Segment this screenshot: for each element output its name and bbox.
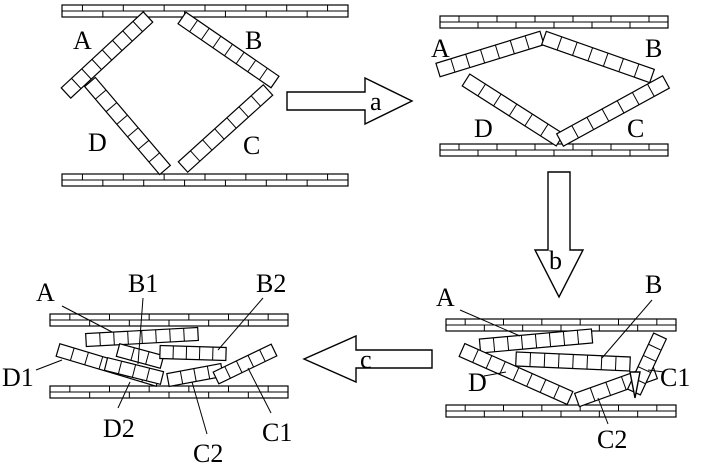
- leader-B: [601, 299, 653, 359]
- leader-C1: [247, 367, 272, 414]
- panel-after-c: A B1 B2 C1 C2 D1 D2: [2, 269, 292, 466]
- leader-B2: [217, 297, 264, 351]
- block-B: [177, 11, 280, 89]
- plate-top: [49, 313, 289, 327]
- plate-bottom: [49, 385, 289, 399]
- arrow-c-label: c: [360, 345, 372, 374]
- arrow-a-shape: [286, 76, 414, 126]
- label-C1: C1: [262, 418, 292, 447]
- panel-initial: A B C D: [60, 4, 349, 187]
- block-A: [60, 11, 154, 99]
- plate-bottom: [439, 143, 669, 157]
- label-C: C: [243, 131, 260, 160]
- label-B2: B2: [256, 269, 286, 298]
- block-A: [478, 328, 594, 354]
- leader-C2: [597, 397, 609, 425]
- leader-A: [459, 309, 521, 337]
- panel-after-a: A B C D: [431, 15, 671, 157]
- block-B2: [159, 344, 227, 362]
- block-C1: [212, 343, 278, 385]
- C1-fragment: [629, 371, 641, 399]
- block-B: [515, 351, 631, 372]
- label-A: A: [36, 278, 55, 307]
- arrow-a: a: [286, 76, 414, 126]
- block-D: [458, 342, 574, 406]
- panel-after-b: A B C1 C2 D: [436, 270, 690, 454]
- label-A: A: [436, 283, 455, 312]
- label-D: D: [88, 128, 107, 157]
- plate-top: [445, 318, 677, 332]
- block-A: [435, 30, 545, 78]
- label-A: A: [73, 26, 92, 55]
- block-D: [83, 76, 172, 176]
- label-B: B: [245, 26, 262, 55]
- arrow-b-shape: [533, 171, 585, 299]
- leader-C1: [647, 369, 665, 373]
- label-C: C: [627, 114, 644, 143]
- label-C2: C2: [193, 439, 223, 466]
- arrow-c-shape: [302, 334, 433, 384]
- block-C: [177, 83, 274, 174]
- label-B1: B1: [128, 269, 158, 298]
- label-D1: D1: [2, 363, 34, 392]
- arrow-b-label: b: [549, 246, 562, 275]
- label-B: B: [645, 270, 662, 299]
- label-C1: C1: [660, 363, 690, 392]
- block-A: [85, 326, 199, 348]
- block-B: [540, 30, 656, 84]
- label-C2: C2: [597, 425, 627, 454]
- arrow-a-label: a: [370, 87, 382, 116]
- leader-C2: [191, 381, 208, 435]
- block-D2: [103, 356, 165, 386]
- leader-B1: [137, 297, 144, 365]
- plate-bottom: [61, 173, 349, 187]
- label-D: D: [468, 368, 487, 397]
- block-C: [555, 75, 671, 147]
- arrow-b: b: [533, 171, 585, 299]
- plate-bottom: [445, 404, 677, 418]
- label-D: D: [474, 114, 493, 143]
- plate-top: [61, 4, 349, 18]
- leader-D: [483, 371, 507, 377]
- leader-A: [61, 305, 113, 333]
- arrow-c: c: [302, 334, 433, 384]
- label-A: A: [431, 34, 450, 63]
- leader-D2: [117, 381, 131, 409]
- plate-top: [439, 15, 669, 29]
- label-D2: D2: [103, 414, 135, 443]
- label-B: B: [645, 34, 662, 63]
- leader-D1: [35, 359, 63, 371]
